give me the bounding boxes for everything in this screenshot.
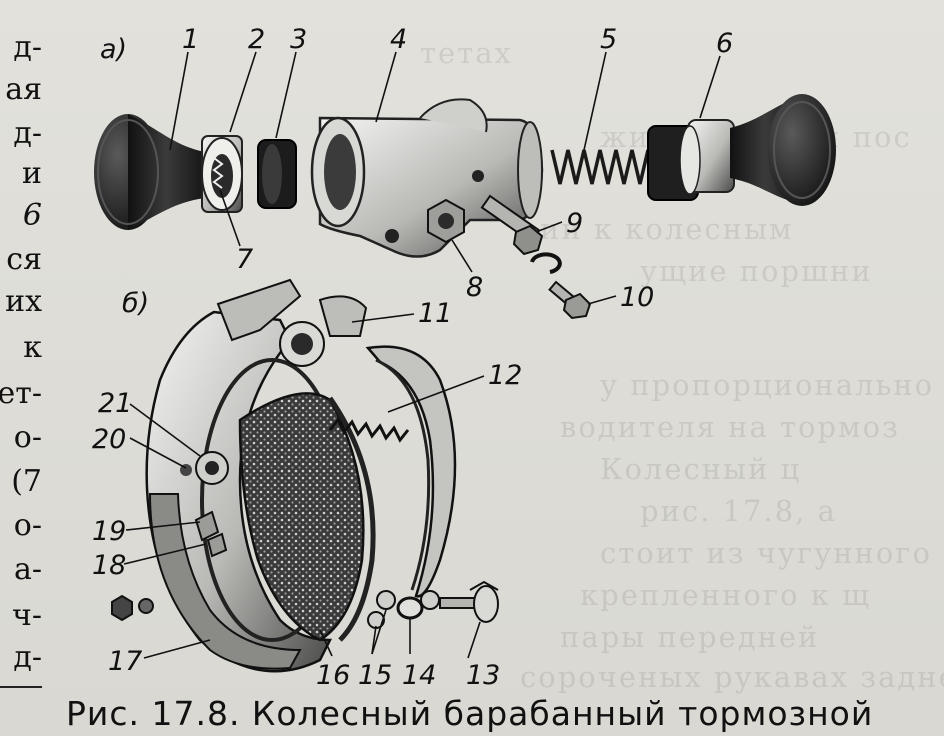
- part-label-13: 13: [466, 660, 500, 691]
- edge-text-line: д-: [13, 640, 42, 675]
- plate-nuts: [111, 594, 154, 622]
- part-label-18: 18: [92, 550, 126, 581]
- edge-text-line: к: [23, 330, 42, 365]
- small-bolt: [548, 280, 592, 320]
- upper-bracket: [216, 278, 302, 342]
- show-through-text: ущие поршни: [640, 254, 873, 288]
- part-label-6: 6: [716, 28, 733, 59]
- left-piston: [201, 135, 243, 213]
- show-through-text: Колесный ц: [600, 452, 802, 486]
- left-dust-boot: [94, 114, 205, 230]
- show-through-text: у пропорционально: [600, 368, 935, 402]
- edge-text-line: ч-: [12, 598, 42, 633]
- cylinder-body: [310, 98, 544, 258]
- figure-caption: Рис. 17.8. Колесный барабанный тормозной: [66, 694, 874, 733]
- mounting-bolt: [480, 194, 544, 256]
- part-label-19: 19: [92, 516, 126, 547]
- edge-text-line: их: [5, 284, 42, 319]
- wheel-cylinder-assembly: [94, 94, 836, 320]
- return-spring: [328, 417, 410, 443]
- lock-washer: [530, 252, 562, 274]
- part-label-16: 16: [316, 660, 350, 691]
- rear-shoe: [365, 345, 457, 598]
- edge-text-line: о-: [13, 420, 42, 455]
- part-label-9: 9: [566, 208, 583, 239]
- view-label-b: б): [122, 288, 149, 319]
- edge-text-line: ет-: [0, 376, 42, 411]
- edge-text-line: а-: [13, 552, 42, 587]
- edge-text-line: 6: [22, 198, 42, 233]
- part-label-1: 1: [182, 24, 199, 55]
- edge-text-line: о-: [13, 508, 42, 543]
- edge-text-line: (7: [11, 464, 42, 499]
- edge-text-line: д-: [13, 116, 42, 151]
- part-label-10: 10: [620, 282, 654, 313]
- show-through-text: сороченых рукавах заднего моста: [520, 660, 944, 694]
- part-label-14: 14: [402, 660, 436, 691]
- lower-shoe: [148, 493, 302, 670]
- part-label-12: 12: [488, 360, 522, 391]
- brake-assembly: [111, 278, 499, 673]
- anchor-pin-parts: [367, 580, 499, 629]
- part-label-21: 21: [98, 388, 132, 419]
- part-label-11: 11: [418, 298, 452, 329]
- part-label-8: 8: [466, 272, 483, 303]
- view-label-a: а): [100, 34, 127, 65]
- part-label-5: 5: [600, 24, 617, 55]
- show-through-text: ии к колесным: [540, 212, 794, 246]
- show-through-text: водителя на тормоз: [560, 410, 900, 444]
- edge-text-line: ся: [6, 242, 42, 277]
- part-label-15: 15: [358, 660, 392, 691]
- part-label-7: 7: [236, 244, 253, 275]
- edge-text-line: ая: [5, 72, 42, 107]
- leader-lines: [123, 51, 721, 659]
- piston-spring: [550, 149, 658, 185]
- show-through-text: пары передней: [560, 620, 820, 654]
- adjusting-eccentric: [180, 451, 229, 485]
- show-through-text: тетах: [420, 36, 513, 70]
- part-label-3: 3: [290, 24, 307, 55]
- part-label-17: 17: [108, 646, 142, 677]
- footnote-rule: [0, 686, 42, 688]
- small-spring: [212, 157, 224, 189]
- mounted-wheel-cylinder: [279, 295, 368, 367]
- part-label-20: 20: [92, 424, 126, 455]
- shoe-clip: [194, 510, 228, 558]
- part-label-4: 4: [390, 24, 407, 55]
- show-through-text: рис. 17.8, а: [640, 494, 837, 528]
- edge-text-line: д-: [13, 30, 42, 65]
- right-piston: [647, 119, 735, 201]
- rubber-cup: [257, 139, 297, 209]
- shoe-web: [327, 396, 376, 642]
- show-through-text: крепленного к щ: [580, 578, 872, 612]
- edge-text-line: и: [22, 156, 42, 191]
- rear-shoe-rib: [375, 358, 431, 591]
- show-through-text: стоит из чугунного: [600, 536, 932, 570]
- part-label-2: 2: [248, 24, 265, 55]
- front-shoe-lining: [238, 392, 365, 642]
- right-dust-boot: [730, 94, 836, 206]
